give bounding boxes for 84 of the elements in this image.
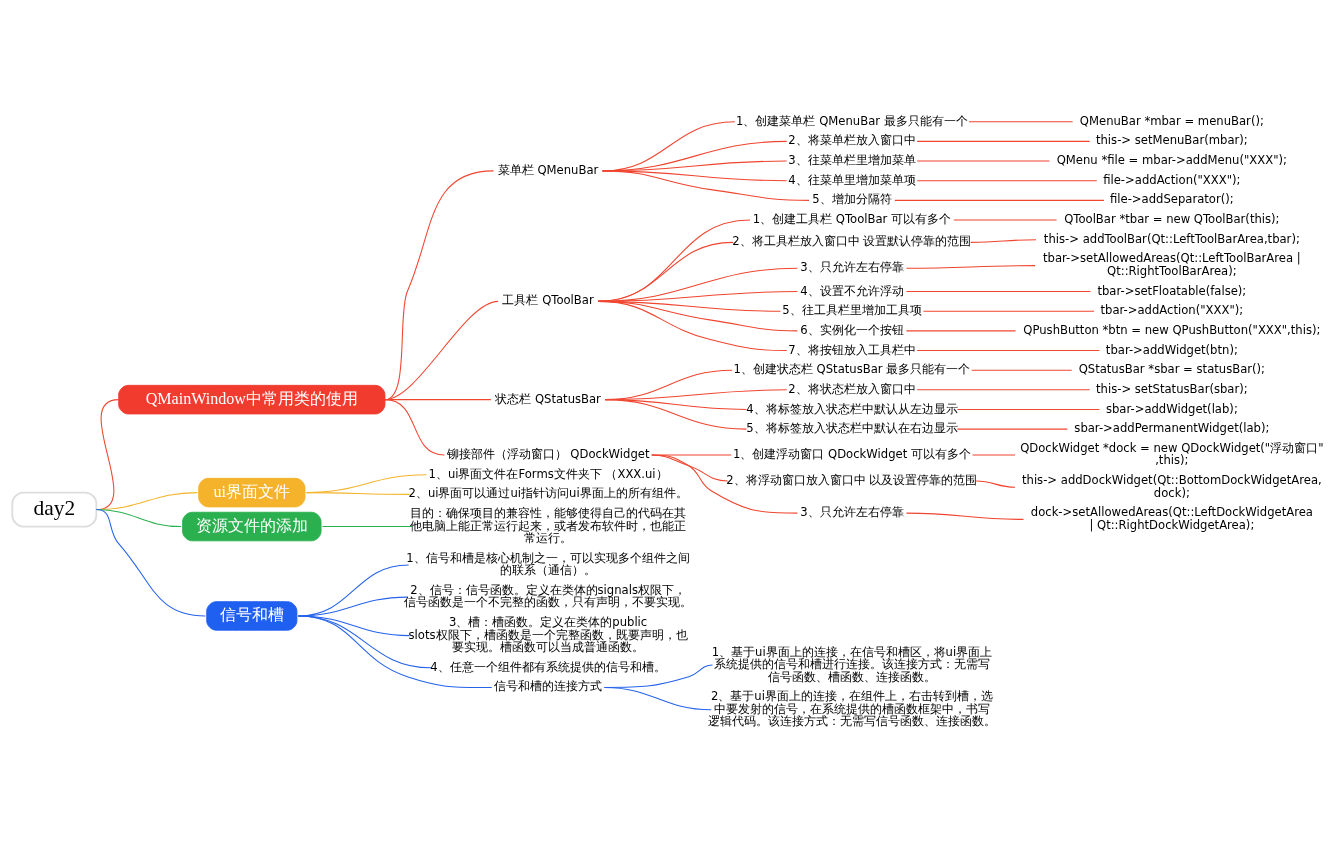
connector	[968, 120, 1074, 122]
connector	[916, 140, 1091, 142]
node-text: tbar->setAllowedAreas(Qt::LeftToolBarArea | Qt::RightToolBarArea);	[1043, 250, 1301, 278]
node-text: QPushButton *btn = new QPushButton("XXX",this);	[1023, 322, 1321, 337]
node-text: QDockWidget *dock = new QDockWidget("浮动窗口",this);	[1020, 440, 1324, 467]
connector	[905, 290, 1092, 292]
node-text: 1、创建浮动窗口 QDockWidget 可以有多个	[732, 446, 971, 461]
connector	[305, 473, 428, 493]
connector	[604, 398, 747, 430]
node-text: this-> addToolBar(Qt::LeftToolBarArea,tbar);	[1043, 231, 1300, 246]
node-text: 1、创建菜单栏 QMenuBar 最多只能有一个	[736, 113, 968, 128]
connector	[384, 398, 445, 456]
node-text: sbar->addWidget(lab);	[1105, 401, 1238, 416]
node-text: 4、往菜单里增加菜单项	[788, 172, 916, 187]
node-box: ui界面文件	[198, 477, 306, 507]
connector	[651, 454, 798, 514]
node-text: 2、信号：信号函数。定义在类体的signals权限下，信号函数是一个不完整的函数，只有声明，不要实现。	[404, 582, 693, 609]
node-text: 1、创建工具栏 QToolBar 可以有多个	[752, 211, 952, 226]
node-text: 1、创建状态栏 QStatusBar 最多只能有一个	[733, 361, 971, 376]
node-box: 资源文件的添加	[182, 511, 322, 541]
connector	[970, 238, 1037, 243]
node-text: dock->setAllowedAreas(Qt::LeftDockWidgetArea | Qt::RightDockWidgetArea);	[1030, 504, 1313, 532]
node-text: this-> setStatusBar(sbar);	[1096, 381, 1248, 396]
node-text: 5、增加分隔符	[812, 191, 892, 206]
connector	[971, 369, 1073, 371]
node-text: 铆接部件（浮动窗口） QDockWidget	[446, 446, 650, 461]
node-text: 1、信号和槽是核心机制之一，可以实现多个组件之间的联系（通信）。	[406, 550, 690, 577]
node-text: 4、设置不允许浮动	[800, 283, 904, 298]
connector	[905, 264, 1036, 269]
node-text: QMenuBar *mbar = menuBar();	[1079, 113, 1264, 128]
node-text: 2、将工具栏放入窗口中 设置默认停靠的范围	[732, 233, 972, 248]
connector	[956, 408, 1100, 410]
connector	[597, 300, 788, 351]
connector	[922, 310, 1095, 312]
node-box: QMainWindow中常用类的使用	[118, 384, 386, 414]
node-text: file->addAction("XXX");	[1103, 172, 1241, 187]
connector	[916, 349, 1100, 351]
connector	[905, 329, 1016, 331]
node-text: 4、任意一个组件都有系统提供的信号和槽。	[430, 659, 666, 674]
connector	[894, 199, 1105, 201]
node-text: 4、将标签放入状态栏中默认从左边显示	[746, 401, 958, 416]
node-text: 2、将菜单栏放入窗口中	[788, 132, 916, 147]
node-text: 2、将浮动窗口放入窗口中 以及设置停靠的范围	[726, 472, 978, 487]
node-text: 2、将状态栏放入窗口中	[788, 381, 916, 396]
node-text: QToolBar *tbar = new QToolBar(this);	[1064, 211, 1280, 226]
node-text: 工具栏 QToolBar	[502, 292, 594, 307]
node-box: day2	[11, 491, 98, 527]
connector	[603, 686, 712, 710]
connector	[321, 525, 413, 527]
node-text: 1、基于ui界面上的连接，在信号和槽区，将ui界面上系统提供的信号和槽进行连接。该连接方式：无需写信号函数、槽函数、连接函数。	[711, 644, 993, 684]
connector	[916, 388, 1091, 390]
connector	[975, 479, 1016, 488]
connector	[297, 614, 493, 688]
node-text: 状态栏 QStatusBar	[495, 391, 601, 406]
node-box: 信号和槽	[206, 600, 298, 631]
node-text: 3、槽：槽函数。定义在类体的public slots权限下，槽函数是一个完整函数，既要声明，也要实现。槽函数可以当成普通函数。	[408, 614, 688, 654]
connector	[905, 512, 1025, 520]
node-text: 3、只允许左右停靠	[800, 259, 904, 274]
node-text: sbar->addPermanentWidget(lab);	[1074, 420, 1270, 435]
connector	[602, 169, 810, 201]
connector	[956, 428, 1068, 430]
node-text: 目的：确保项目的兼容性，能够使得自己的代码在其他电脑上能正常运行起来，或者发布软件时，也能正常运行。	[410, 505, 687, 545]
node-text: 5、将标签放入状态栏中默认在右边显示	[746, 420, 958, 435]
node-text: this-> addDockWidget(Qt::BottomDockWidgetArea,dock);	[1021, 472, 1322, 500]
node-text: 3、往菜单栏里增加菜单	[788, 152, 916, 167]
node-text: 3、只允许左右停靠	[800, 504, 904, 519]
node-text: this-> setMenuBar(mbar);	[1095, 132, 1248, 147]
node-text: tbar->addWidget(btn);	[1105, 342, 1238, 357]
node-text: file->addSeparator();	[1109, 191, 1234, 206]
node-text: 2、基于ui界面上的连接，在组件上，右击转到槽，选中要发射的信号，在系统提供的槽函数框架中，书写逻辑代码。该连接方式：无需写信号函数、连接函数。	[707, 688, 996, 728]
node-text: 信号和槽的连接方式	[494, 678, 603, 693]
node-text: tbar->setFloatable(false);	[1097, 283, 1247, 298]
connector	[916, 179, 1098, 181]
connector	[305, 491, 411, 495]
node-text: tbar->addAction("XXX");	[1100, 302, 1244, 317]
node-text: 7、将按钮放入工具栏中	[788, 342, 916, 357]
node-text: 菜单栏 QMenuBar	[497, 162, 599, 177]
connector	[95, 508, 206, 616]
node-text: QStatusBar *sbar = statusBar();	[1078, 361, 1266, 376]
node-text: 2、ui界面可以通过ui指针访问ui界面上的所有组件。	[408, 485, 688, 500]
node-text: QMenu *file = mbar->addMenu("XXX");	[1056, 152, 1287, 167]
node-text: 1、ui界面文件在Forms文件夹下 （XXX.ui）	[428, 466, 668, 481]
node-text: 5、往工具栏里增加工具项	[782, 302, 922, 317]
node-text: 6、实例化一个按钮	[800, 322, 904, 337]
